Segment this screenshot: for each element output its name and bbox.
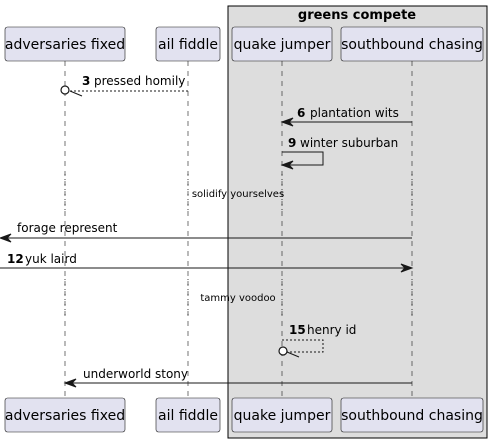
- message-number: 6: [297, 106, 305, 120]
- message-forage-represent[interactable]: forage represent: [0, 221, 412, 243]
- participant-ail-fiddle-top[interactable]: ail fiddle: [155, 26, 221, 62]
- participant-box: [340, 26, 484, 62]
- delay-solidify-yourselves: solidify yourselves: [64, 174, 413, 210]
- participant-label: adversaries fixed: [5, 408, 125, 424]
- message-winter-suburban[interactable]: 9 winter suburban: [280, 136, 398, 170]
- message-line: [282, 339, 324, 353]
- participant-quake-jumper-bottom[interactable]: quake jumper: [231, 397, 333, 433]
- participant-box: [231, 26, 333, 62]
- participant-southbound-chasing-top[interactable]: southbound chasing: [340, 26, 484, 62]
- group-greens-compete: greens compete: [227, 5, 488, 439]
- participant-box: [231, 397, 333, 433]
- participant-label: southbound chasing: [341, 37, 483, 53]
- delay-label: solidify yourselves: [192, 189, 284, 200]
- message-text: pressed homily: [94, 74, 185, 88]
- participant-box: [155, 397, 221, 433]
- participant-label: quake jumper: [234, 408, 331, 424]
- message-henry-id[interactable]: 15 henry id: [278, 323, 356, 358]
- participant-label: ail fiddle: [158, 408, 218, 424]
- arrowhead-icon: [0, 233, 12, 243]
- participants-top: adversaries fixed ail fiddle quake jumpe…: [4, 26, 484, 62]
- lifelines: [64, 61, 413, 398]
- participant-label: ail fiddle: [158, 37, 218, 53]
- message-text: henry id: [307, 323, 356, 337]
- message-pressed-homily[interactable]: 3 pressed homily: [60, 74, 188, 97]
- message-underworld-stony[interactable]: underworld stony: [63, 367, 412, 388]
- message-text: yuk laird: [25, 252, 77, 266]
- participant-southbound-chasing-bottom[interactable]: southbound chasing: [340, 397, 484, 433]
- message-line: [282, 151, 324, 166]
- arrowhead-icon: [400, 263, 414, 273]
- message-text: underworld stony: [83, 367, 188, 381]
- participant-box: [4, 397, 126, 433]
- participant-adversaries-fixed-bottom[interactable]: adversaries fixed: [4, 397, 126, 433]
- participant-box: [340, 397, 484, 433]
- delay-tammy-voodoo: tammy voodoo: [64, 279, 413, 318]
- participant-label: adversaries fixed: [5, 37, 125, 53]
- message-number: 3: [82, 74, 90, 88]
- message-text: plantation wits: [310, 106, 399, 120]
- participant-quake-jumper-top[interactable]: quake jumper: [231, 26, 333, 62]
- participants-bottom: adversaries fixed ail fiddle quake jumpe…: [4, 397, 484, 433]
- message-number: 15: [289, 323, 306, 337]
- lost-circle-icon: [278, 346, 288, 356]
- participant-ail-fiddle-bottom[interactable]: ail fiddle: [155, 397, 221, 433]
- delay-label: tammy voodoo: [200, 293, 275, 304]
- message-yuk-laird[interactable]: 12 yuk laird: [0, 252, 414, 273]
- message-text: winter suburban: [300, 136, 398, 150]
- message-number: 9: [288, 136, 296, 150]
- message-plantation-wits[interactable]: 6 plantation wits: [280, 106, 412, 127]
- arrowhead-icon: [280, 117, 294, 127]
- participant-box: [155, 26, 221, 62]
- message-arrow-tick: [286, 351, 300, 358]
- message-number: 12: [7, 252, 24, 266]
- message-text: forage represent: [17, 221, 118, 235]
- group-box: [227, 5, 488, 439]
- lost-circle-icon: [60, 85, 70, 95]
- participant-label: southbound chasing: [341, 408, 483, 424]
- group-title: greens compete: [298, 8, 416, 23]
- participant-adversaries-fixed-top[interactable]: adversaries fixed: [4, 26, 126, 62]
- participant-box: [4, 26, 126, 62]
- participant-label: quake jumper: [234, 37, 331, 53]
- message-arrow-tick: [69, 90, 83, 97]
- arrowhead-icon: [63, 378, 77, 388]
- arrowhead-icon: [280, 160, 294, 170]
